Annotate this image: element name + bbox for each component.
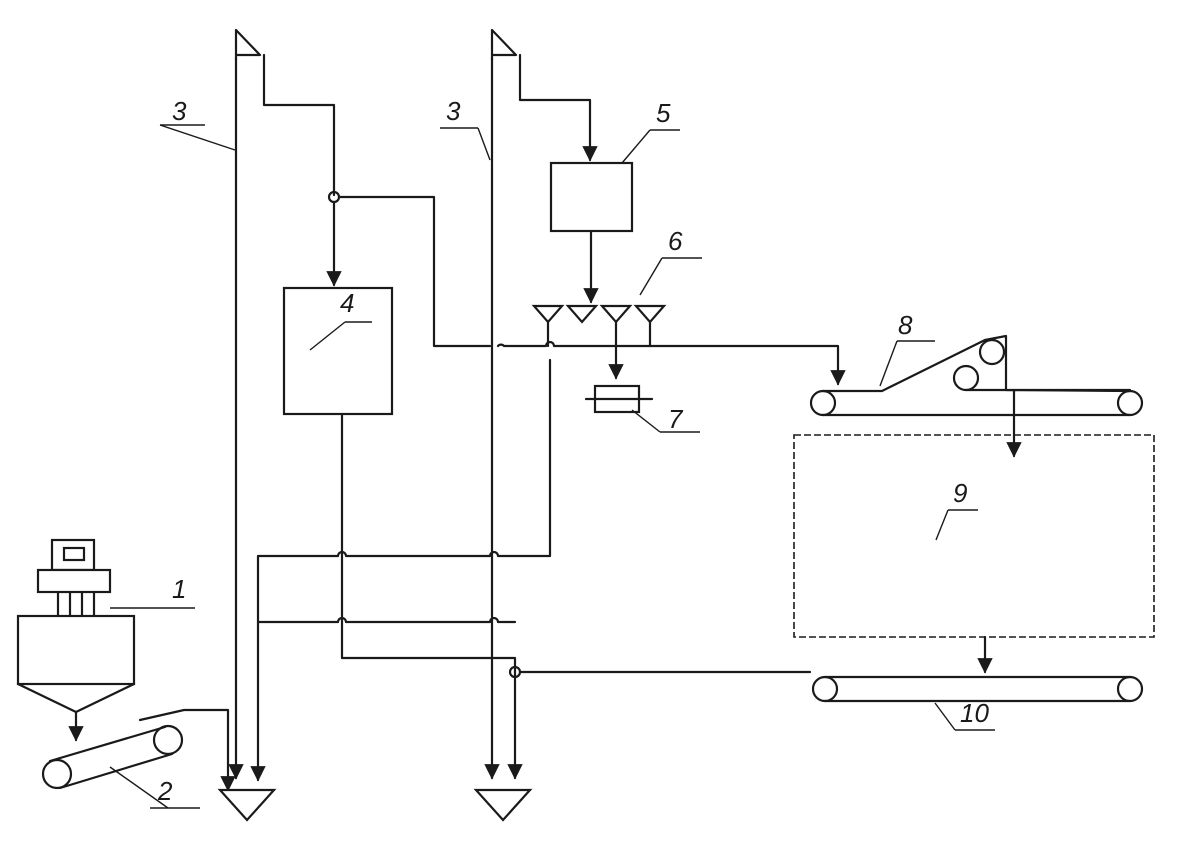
unit-4-block	[282, 190, 523, 780]
label-9: 9	[953, 478, 967, 508]
hopper-motor-window	[62, 546, 86, 562]
label-4: 4	[340, 288, 354, 318]
label-8: 8	[898, 310, 913, 340]
leader-10	[934, 702, 956, 731]
leader-7	[631, 409, 661, 433]
leader-5	[621, 129, 651, 164]
label-3-right: 3	[446, 96, 461, 126]
unit-3-left-column	[159, 28, 336, 822]
return-line	[508, 665, 812, 679]
label-3-left: 3	[172, 96, 187, 126]
leader-3-right	[477, 127, 491, 161]
hopper-body	[16, 614, 136, 686]
label-1: 1	[172, 574, 186, 604]
unit-2-inclined-conveyor	[41, 708, 236, 809]
cross-lines	[256, 340, 846, 624]
unit-9-chamber	[793, 434, 1155, 674]
unit-6-dispensers	[531, 257, 702, 380]
label-7: 7	[668, 404, 684, 434]
leader-2	[109, 766, 169, 809]
unit-8-conveyor	[809, 334, 1144, 458]
hopper-drive-housing	[36, 568, 112, 594]
unit-7-block	[584, 384, 700, 433]
box-5	[549, 161, 634, 233]
sink-right	[473, 788, 533, 822]
box-9	[793, 434, 1155, 638]
leader-6	[639, 257, 663, 296]
label-5: 5	[656, 98, 671, 128]
sink-left	[217, 788, 277, 822]
unit-3-right-column	[440, 28, 598, 822]
label-2: 2	[157, 776, 173, 806]
label-6: 6	[668, 226, 683, 256]
label-10: 10	[960, 698, 989, 728]
hopper-cone	[16, 682, 136, 714]
unit-1-hopper	[16, 538, 195, 742]
box-4	[282, 286, 394, 416]
leader-8	[879, 340, 898, 387]
unit-10-conveyor	[811, 675, 1144, 731]
unit-5-block	[549, 129, 680, 304]
leader-3-left	[159, 124, 236, 151]
